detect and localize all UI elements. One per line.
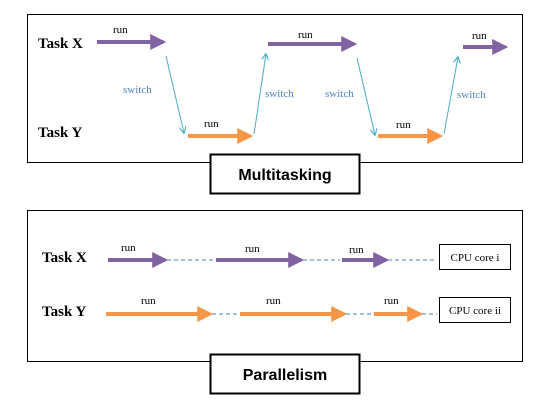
multitasking-caption: Multitasking [238, 167, 331, 184]
parallelism-task-x-run-label-2: run [245, 243, 260, 255]
multitasking-switch-label-3: switch [325, 88, 354, 100]
cpu-core-ii-box [439, 297, 511, 323]
multitasking-switch-arrow-2 [253, 54, 266, 135]
parallelism-task-y-run-label-1: run [141, 295, 156, 307]
multitasking-switch-arrow-1 [165, 55, 184, 133]
multitasking-switch-label-1: switch [123, 84, 152, 96]
multitasking-task-x-run-label-2: run [298, 29, 313, 41]
multitasking-task-x-label: Task X [38, 36, 83, 52]
parallelism-task-x-run-label-3: run [349, 244, 364, 256]
parallelism-task-y-label: Task Y [42, 304, 87, 320]
parallelism-caption-box [209, 353, 361, 395]
multitasking-switch-label-2: switch [265, 88, 294, 100]
multitasking-task-y-run-label-2: run [396, 119, 411, 131]
cpu-core-ii-label: CPU core ii [449, 305, 501, 317]
multitasking-task-y-label: Task Y [38, 125, 83, 141]
parallelism-task-y-run-label-2: run [266, 295, 281, 307]
parallelism-task-x-run-label-1: run [121, 242, 136, 254]
multitasking-switch-label-4: switch [457, 89, 486, 101]
multitasking-task-x-run-label-3: run [472, 30, 487, 42]
multitasking-task-x-run-label-1: run [113, 24, 128, 36]
parallelism-task-x-label: Task X [42, 250, 87, 266]
parallelism-caption: Parallelism [243, 367, 328, 384]
multitasking-switch-arrow-4 [443, 57, 458, 135]
parallelism-task-y-run-label-3: run [384, 295, 399, 307]
cpu-core-i-label: CPU core i [451, 252, 500, 264]
multitasking-task-y-run-label-1: run [204, 118, 219, 130]
multitasking-caption-box [209, 153, 361, 195]
parallelism-panel [27, 210, 523, 362]
multitasking-switch-arrow-3 [356, 57, 375, 135]
cpu-core-i-box [439, 244, 511, 270]
